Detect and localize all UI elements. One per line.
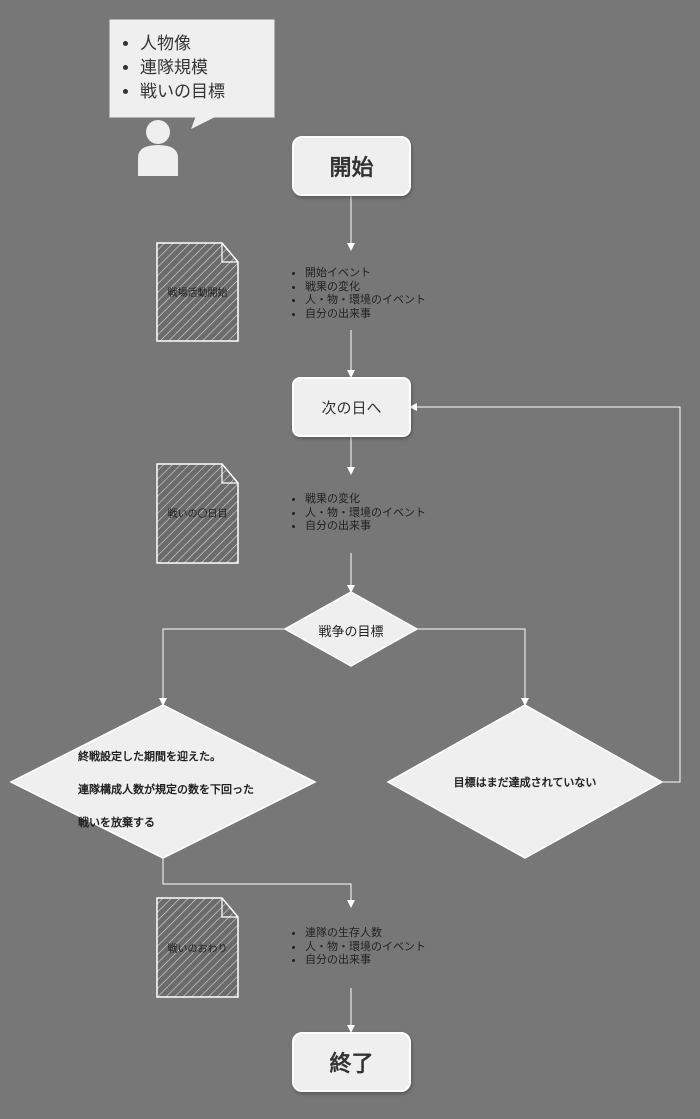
edge-decision-to-right — [417, 628, 529, 706]
bullet-item: 連隊の生存人数 — [305, 926, 426, 940]
document-shape-1 — [156, 242, 239, 342]
bullet-item: 人・物・環境のイベント — [305, 293, 426, 307]
bullet-item: 人・物・環境のイベント — [305, 506, 426, 520]
callout-content: 人物像 連隊規模 戦いの目標 — [118, 32, 225, 104]
connectors — [159, 196, 681, 1033]
bullet-list-2: 戦果の変化 人・物・環境のイベント 自分の出来事 — [287, 492, 426, 533]
bullet-item: 自分の出来事 — [305, 307, 426, 321]
document-shape-3 — [156, 897, 239, 998]
callout-item: 人物像 — [140, 32, 225, 56]
document-label-1: 戦場活動開始 — [167, 288, 228, 299]
not-achieved-diamond — [386, 704, 664, 859]
bullet-item: 自分の出来事 — [305, 519, 426, 533]
end-condition-text: 終戦設定した期間を迎えた。 連隊構成人数が規定の数を下回った 戦いを放棄する — [78, 748, 254, 847]
document-label-2: 戦いの〇日目 — [167, 509, 228, 520]
bullet-item: 戦果の変化 — [305, 280, 426, 294]
callout-list: 人物像 連隊規模 戦いの目標 — [118, 32, 225, 104]
end-condition-line: 戦いを放棄する — [78, 816, 155, 829]
callout-item: 戦いの目標 — [140, 80, 225, 104]
next-day-label: 次の日へ — [321, 398, 382, 417]
bullet-item: 自分の出来事 — [305, 953, 426, 967]
bullet-list-1: 開始イベント 戦果の変化 人・物・環境のイベント 自分の出来事 — [287, 266, 426, 320]
end-node: 終了 — [292, 1032, 411, 1092]
end-label: 終了 — [329, 1052, 374, 1077]
end-condition-diamond — [9, 704, 317, 859]
callout-bubble — [109, 19, 275, 130]
edge-left-to-doc3 — [162, 858, 355, 908]
start-node: 開始 — [292, 136, 411, 196]
document-label-3: 戦いのおわり — [167, 944, 228, 955]
bullet-list-3: 連隊の生存人数 人・物・環境のイベント 自分の出来事 — [287, 926, 426, 967]
decision-label: 戦争の目標 — [318, 625, 384, 640]
not-achieved-label: 目標はまだ達成されていない — [453, 776, 597, 789]
document-shape-2 — [156, 463, 239, 564]
bullet-item: 開始イベント — [305, 266, 426, 280]
end-condition-line: 終戦設定した期間を迎えた。 — [78, 750, 221, 763]
start-label: 開始 — [329, 156, 374, 181]
person-icon — [138, 120, 178, 176]
bullet-item: 人・物・環境のイベント — [305, 940, 426, 954]
bullet-item: 戦果の変化 — [305, 492, 426, 506]
end-condition-line: 連隊構成人数が規定の数を下回った — [78, 783, 254, 796]
decision-diamond — [283, 591, 419, 667]
edge-loop-back — [409, 403, 681, 783]
next-day-node: 次の日へ — [292, 377, 411, 437]
callout-item: 連隊規模 — [140, 56, 225, 80]
edge-decision-to-left — [159, 628, 286, 706]
